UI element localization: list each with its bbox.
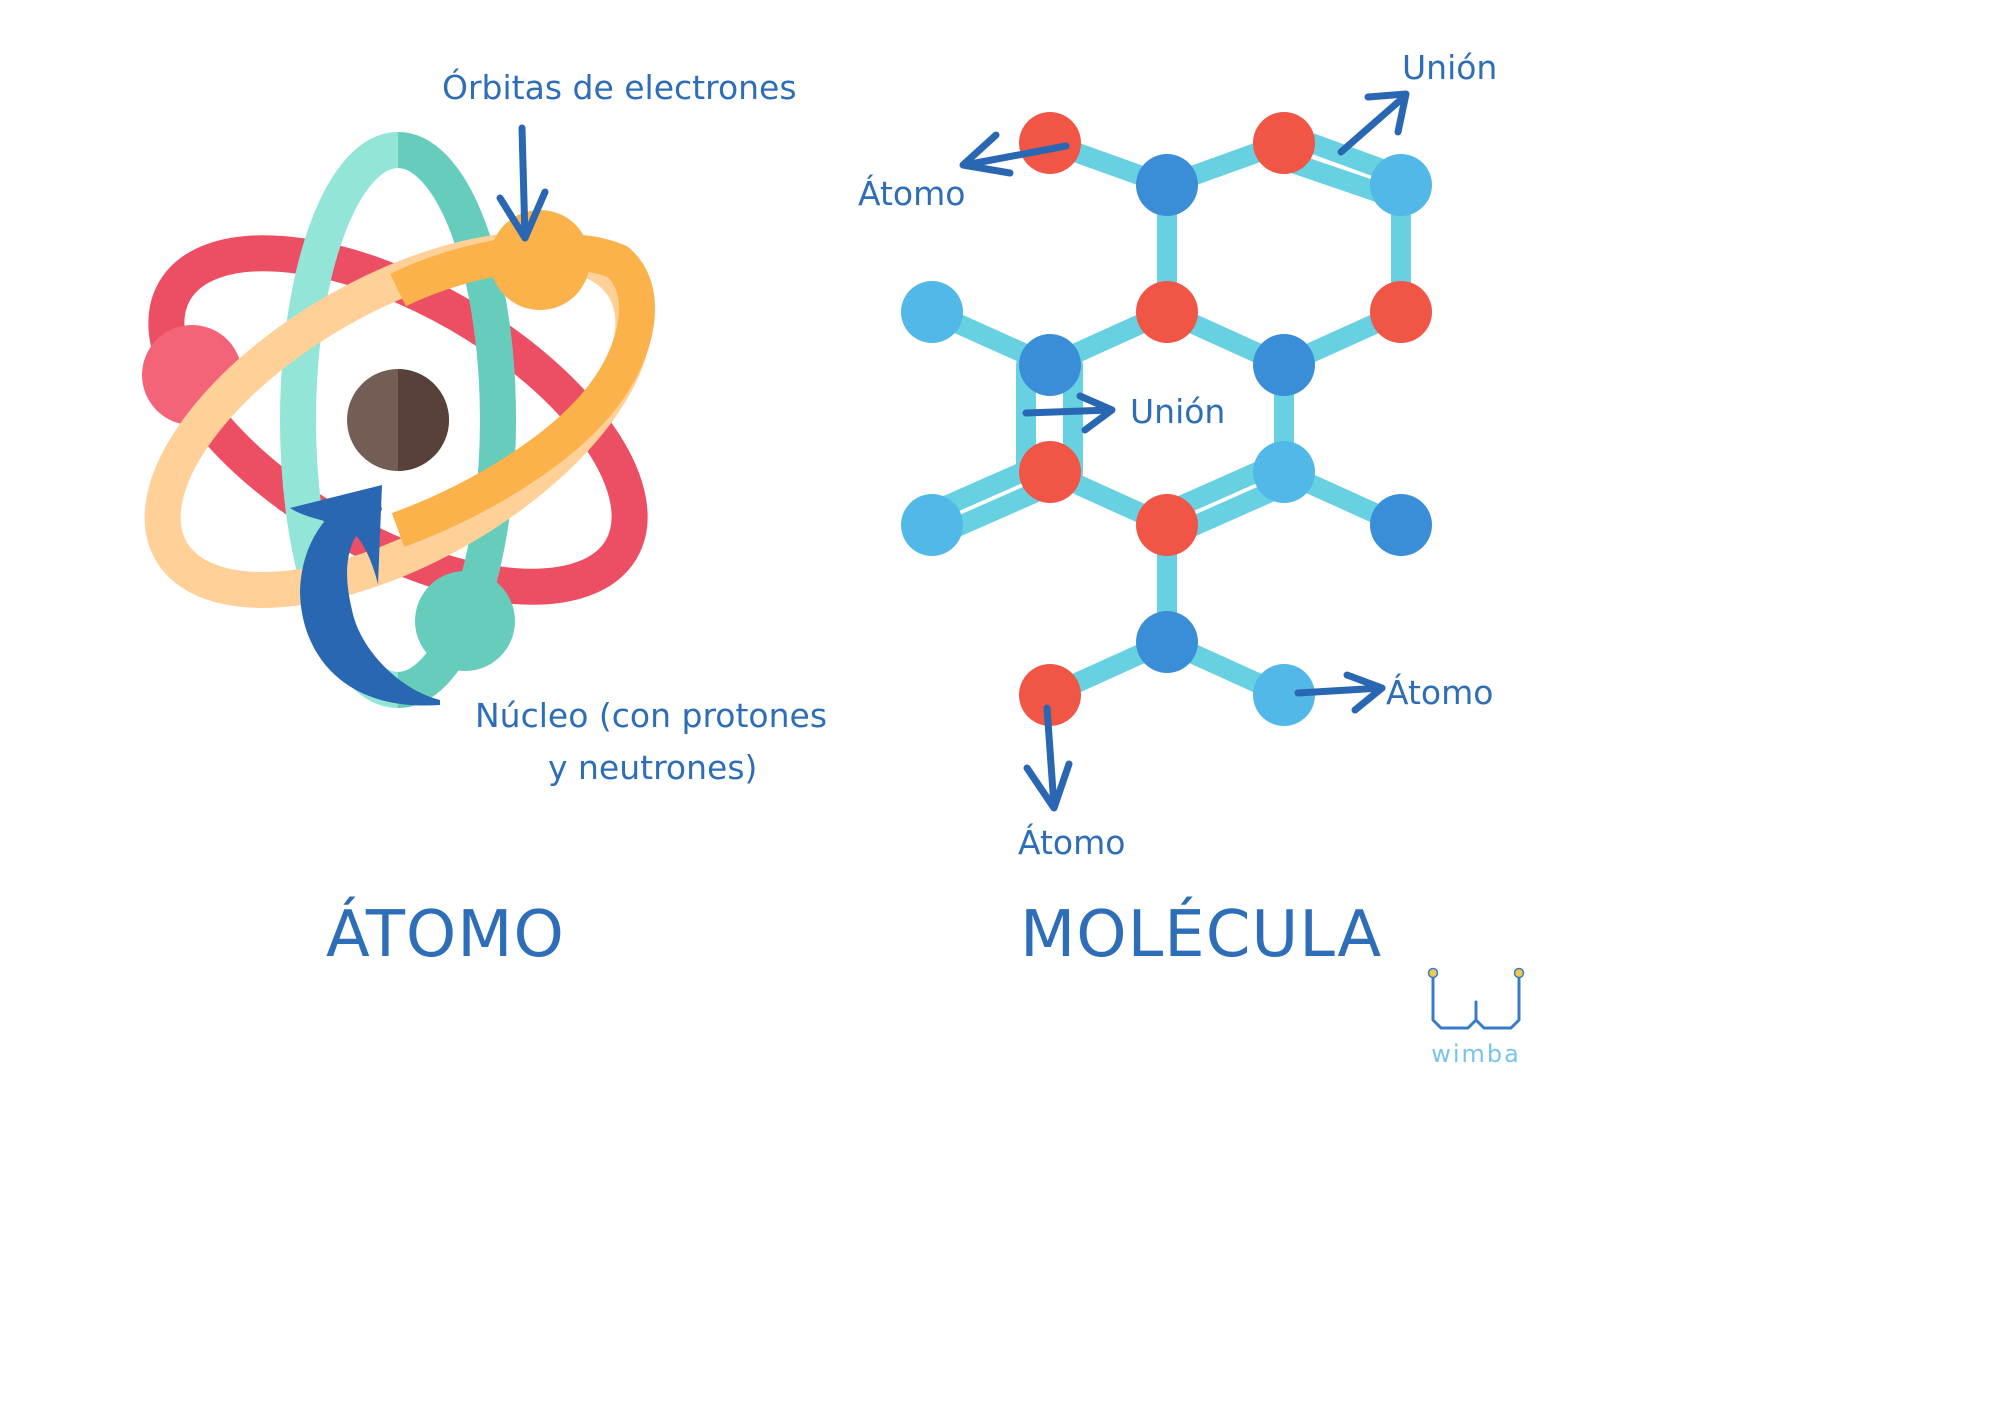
- atom-node: [1253, 112, 1315, 174]
- atom-node: [1019, 334, 1081, 396]
- orbits-label: Órbitas de electrones: [442, 68, 797, 107]
- atom-node: [1370, 281, 1432, 343]
- orbits-arrow: [496, 124, 549, 242]
- nucleus-arrow: [290, 485, 440, 706]
- atom-node: [1136, 154, 1198, 216]
- atom-bottom-label: Átomo: [1018, 823, 1126, 862]
- atom-node: [1019, 112, 1081, 174]
- nucleus-label-line2: y neutrones): [548, 748, 758, 787]
- atoms: [901, 112, 1432, 726]
- atom-node: [1370, 154, 1432, 216]
- atom-node: [1136, 611, 1198, 673]
- atom-node: [901, 281, 963, 343]
- union-mid-arrow: [1022, 392, 1116, 434]
- atom-top-arrow: [959, 131, 1070, 177]
- union-mid-label: Unión: [1130, 392, 1226, 431]
- atom-node: [1370, 494, 1432, 556]
- atom-node: [1136, 494, 1198, 556]
- nucleus-label-line1: Núcleo (con protones: [475, 696, 828, 735]
- atom-node: [1253, 664, 1315, 726]
- atom-right-arrow: [1294, 671, 1386, 714]
- molecule-title: MOLÉCULA: [1020, 898, 1383, 972]
- union-top-label: Unión: [1402, 48, 1498, 87]
- atom-node: [1136, 281, 1198, 343]
- orange-electron: [490, 210, 590, 310]
- atom-node: [901, 494, 963, 556]
- teal-electron: [415, 571, 515, 671]
- atom-node: [1019, 441, 1081, 503]
- atom-illustration: [142, 132, 655, 708]
- atom-node: [1253, 441, 1315, 503]
- atom-node: [1019, 664, 1081, 726]
- atom-title: ÁTOMO: [326, 898, 565, 972]
- molecule-illustration: [901, 112, 1432, 726]
- diagram-canvas: wimba: [142, 90, 1525, 1068]
- wimba-logo: wimba: [1427, 967, 1525, 1068]
- union-top-arrow: [1337, 90, 1410, 156]
- logo-wordmark: wimba: [1431, 1040, 1521, 1068]
- atom-right-label: Átomo: [1386, 673, 1494, 712]
- atom-top-label: Átomo: [858, 174, 966, 213]
- atom-node: [1253, 334, 1315, 396]
- atom-bottom-arrow: [1023, 704, 1073, 812]
- nucleus: [347, 369, 449, 471]
